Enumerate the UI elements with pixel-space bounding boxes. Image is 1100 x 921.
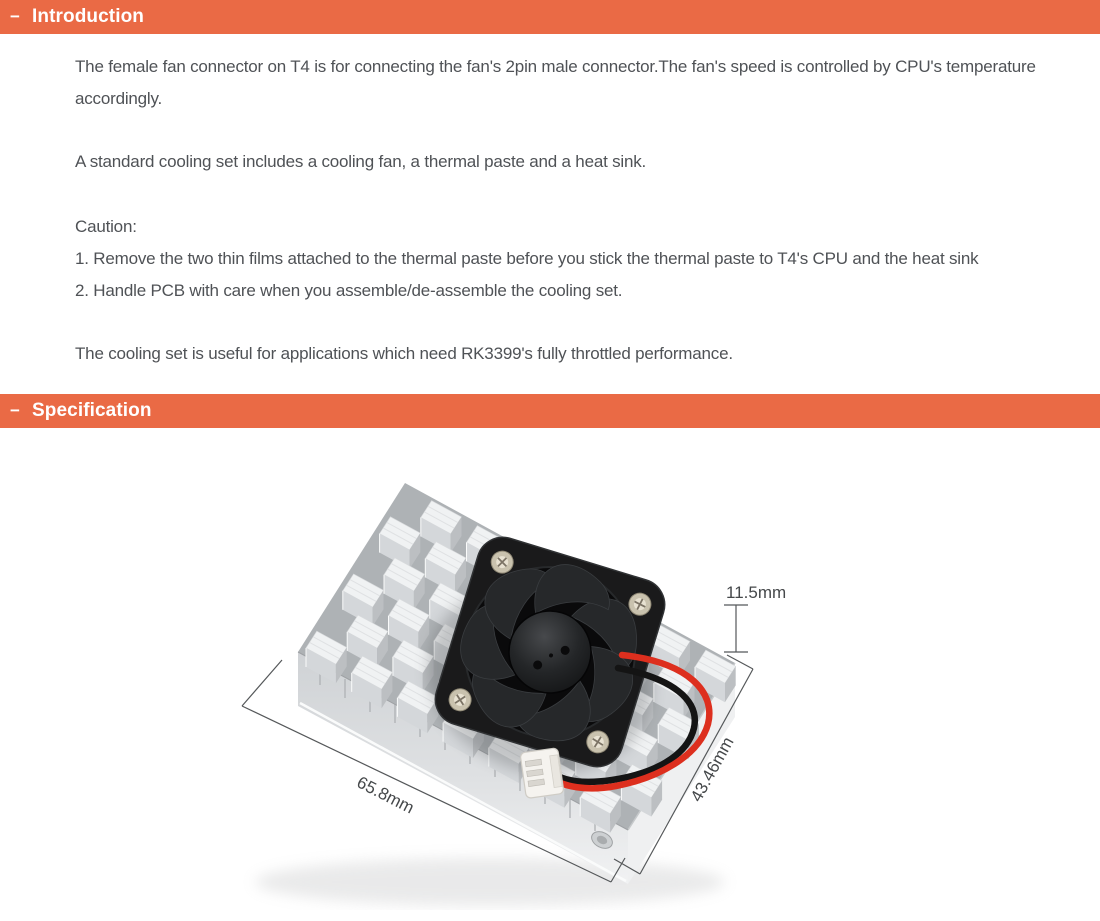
dim-width-line <box>613 654 754 875</box>
collapse-toggle-icon[interactable]: − <box>10 7 20 26</box>
dim-length-line <box>241 659 626 883</box>
fan-connector <box>520 747 564 799</box>
section-bar-introduction: − Introduction <box>0 0 1100 34</box>
fan-blades <box>460 564 637 742</box>
section-title-specification: Specification <box>32 400 152 421</box>
caution-item-1: 1. Remove the two thin films attached to… <box>75 249 979 268</box>
fan-wire-red <box>543 651 713 792</box>
intro-paragraph-cooling-set: A standard cooling set includes a coolin… <box>75 152 647 171</box>
cooling-fan-illustration <box>434 536 666 768</box>
cooling-set-illustration: 11.5mm 65.8mm 43.46mm <box>241 483 786 906</box>
product-shadow <box>255 858 725 906</box>
section-title-introduction: Introduction <box>32 6 145 27</box>
section-bar-specification: − Specification <box>0 394 1100 428</box>
base-screw-hole <box>591 831 613 849</box>
caution-block: Caution: 1. Remove the two thin films at… <box>75 211 1060 307</box>
fan-corner-screws <box>448 550 652 754</box>
intro-paragraph-performance: The cooling set is useful for applicatio… <box>75 344 733 363</box>
cooling-set-figure: 11.5mm 65.8mm 43.46mm <box>230 440 830 910</box>
collapse-toggle-icon[interactable]: − <box>10 401 20 420</box>
caution-label: Caution: <box>75 217 137 236</box>
caution-item-2: 2. Handle PCB with care when you assembl… <box>75 281 623 300</box>
dim-length-label: 65.8mm <box>354 773 417 818</box>
fan-wire-black <box>545 664 699 786</box>
fan-hub <box>508 610 592 694</box>
dim-height-label: 11.5mm <box>726 583 786 602</box>
dim-height-bracket <box>724 604 748 653</box>
intro-paragraph-fan-connector: The female fan connector on T4 is for co… <box>75 57 1036 108</box>
